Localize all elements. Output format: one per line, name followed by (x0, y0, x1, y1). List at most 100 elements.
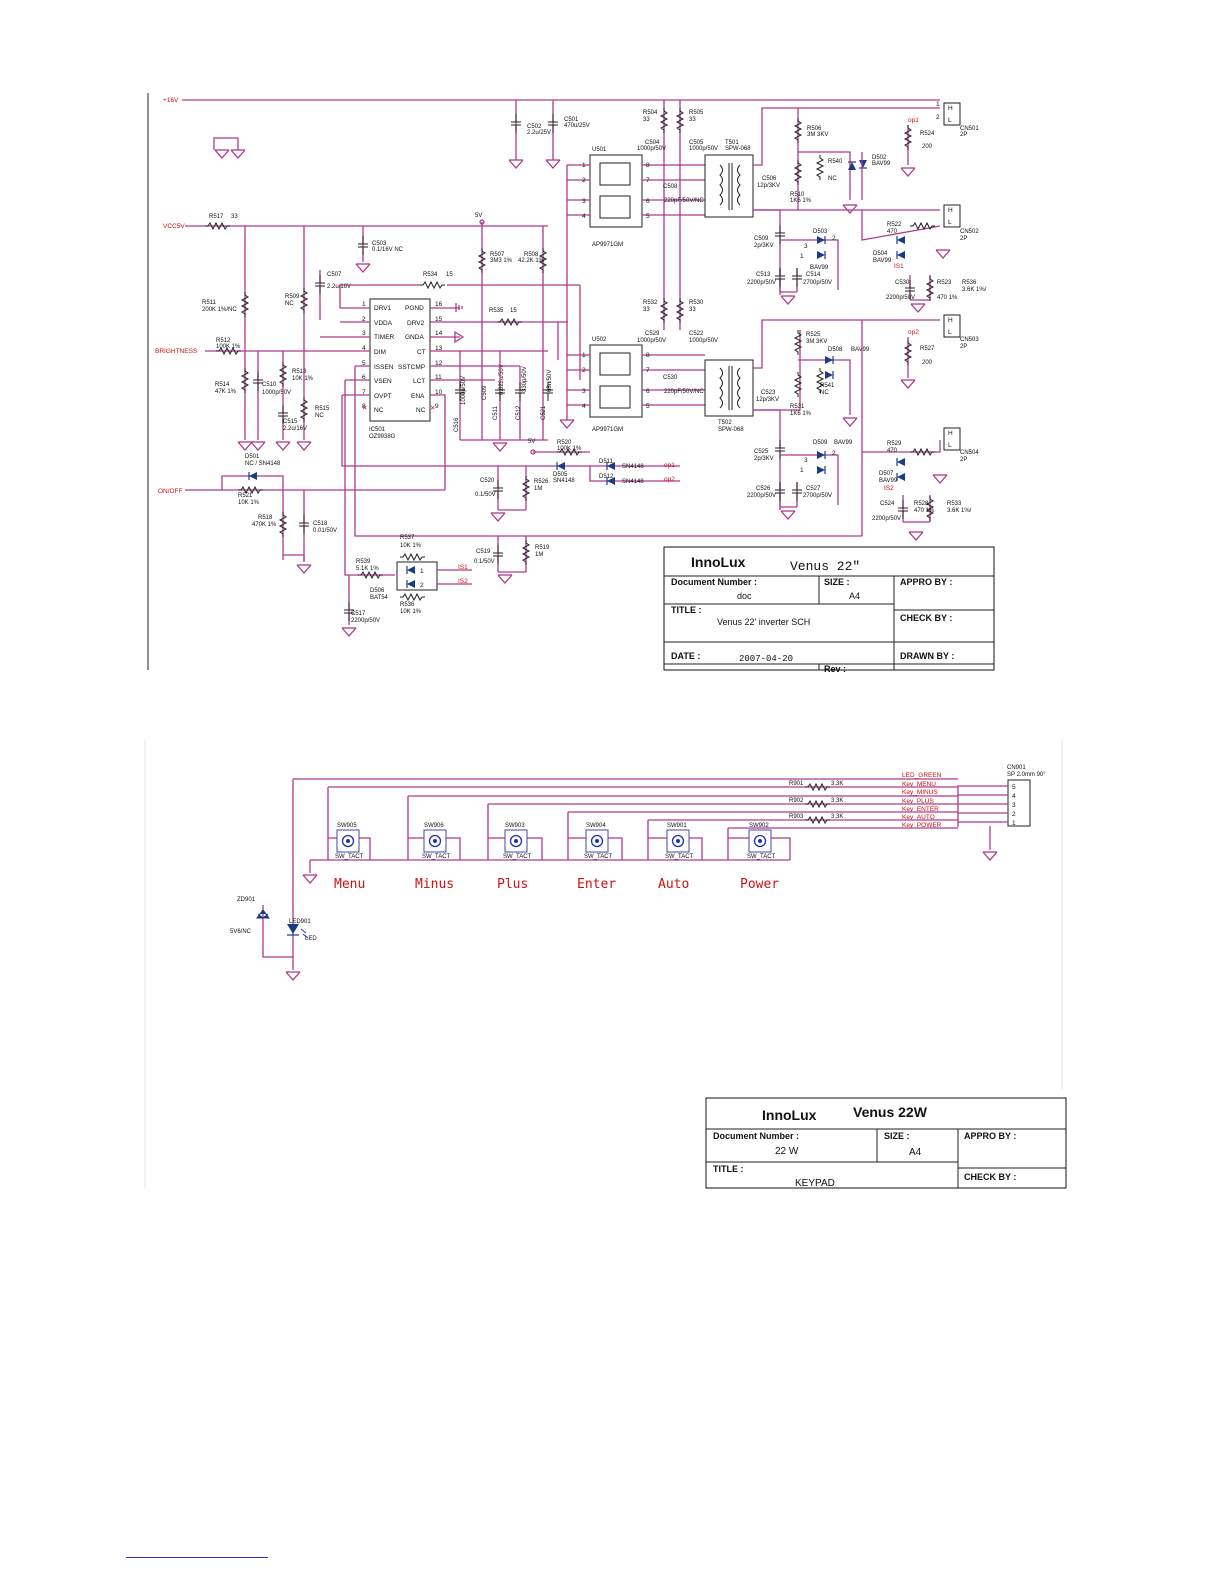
svg-text:SW901: SW901 (667, 823, 687, 829)
r541-ref: R541 (820, 383, 835, 389)
svg-text:SW_TACT: SW_TACT (422, 854, 451, 860)
r509-val: NC (285, 301, 294, 307)
d503-val: BAV99 (810, 265, 829, 271)
d505-ref: D505 (553, 472, 568, 478)
cn502-ref: CN502 (960, 229, 979, 235)
net-is2-a: IS2 (458, 578, 468, 585)
ic501-pins-left: DRV1 VDDA TIMER DIM ISSEN VSEN OVPT NC 1… (362, 301, 395, 414)
c504-ref: C504 (645, 140, 660, 146)
svg-text:L: L (948, 117, 952, 124)
c514-ref: C514 (806, 272, 821, 278)
c521-ref: C521 (541, 405, 547, 420)
c507-ref: C507 (327, 272, 342, 278)
r527-val: 200 (922, 360, 933, 366)
t502-body (704, 359, 754, 417)
r534-ref: R534 (423, 272, 438, 278)
r533-val: 3.6K 1%/ (947, 508, 972, 514)
ic-pin-dim: DIM (374, 349, 386, 356)
r514-ref: R514 (215, 382, 230, 388)
svg-text:1: 1 (362, 301, 366, 308)
zd901-val: 5V6/NC (230, 929, 252, 935)
svg-text:8: 8 (646, 162, 650, 169)
r903-ref: R903 (789, 814, 804, 820)
r532-val: 33 (643, 307, 650, 313)
net-key-auto: Key_AUTO (902, 814, 935, 821)
d504-ref: D504 (873, 251, 888, 257)
rail-5v-a: 5V (475, 213, 482, 219)
svg-text:15: 15 (435, 316, 443, 323)
cn503-val: 2P (960, 344, 967, 350)
cn503-ref: CN503 (960, 337, 979, 343)
c517-val: 2200p/50V (351, 618, 380, 624)
ic501-body (369, 298, 431, 422)
svg-text:H: H (948, 207, 953, 214)
t502-val: SPW-068 (718, 427, 744, 433)
c520-ref: C520 (480, 478, 495, 484)
c526-val: 2200p/50V (747, 493, 776, 499)
c518-val: 0.01/50V (313, 528, 337, 534)
r525-val: 3M 3KV (806, 339, 827, 345)
net-key-power: Key_POWER (902, 822, 942, 829)
svg-text:2: 2 (1012, 811, 1016, 818)
c510-val: 1000p/50V (262, 390, 291, 396)
r510-ref: R510 (790, 192, 805, 198)
inverter-title-block: InnoLux Venus 22" Document Number : doc … (663, 546, 995, 674)
cn901-body (1007, 779, 1031, 827)
d505-val: SN4148 (553, 478, 575, 484)
r512-val: 100K 1% (216, 344, 241, 350)
svg-text:14: 14 (435, 330, 443, 337)
rail-5v-b: 5V (528, 439, 535, 445)
net-op2-b: op2 (664, 476, 675, 483)
svg-text:3: 3 (582, 388, 586, 395)
u501-ref: U501 (592, 147, 607, 153)
net-key-minus: Key_MINUS (902, 789, 938, 796)
r509-ref: R509 (285, 294, 300, 300)
r504-ref: R504 (643, 110, 658, 116)
t502-ref: T502 (718, 420, 732, 426)
inv-date: 2007-04-20 (739, 654, 793, 664)
r511-ref: R511 (202, 300, 217, 306)
kp-appro-label: APPRO BY : (964, 1131, 1016, 1141)
r505-ref: R505 (689, 110, 704, 116)
svg-text:2: 2 (936, 114, 940, 121)
svg-text:H: H (948, 317, 953, 324)
c502-ref: C502 (527, 124, 542, 130)
svg-text:2: 2 (420, 582, 424, 589)
svg-text:L: L (948, 329, 952, 336)
d503-ref: D503 (813, 229, 828, 235)
r513-val: 10K 1% (292, 376, 314, 382)
r515-ref: R515 (315, 406, 330, 412)
u502-body (589, 344, 643, 418)
key-label-power: Power (740, 877, 779, 892)
c522-ref: C522 (689, 331, 704, 337)
inv-company: InnoLux (691, 554, 746, 570)
ic-pin-drv2: DRV2 (407, 320, 425, 327)
r536b-val: 3.6K 1%/ (962, 287, 987, 293)
keypad-schematic: CN901 SP 2.0mm 90° 5 4 3 2 1 LED_GREEN K… (144, 740, 1067, 1189)
r507-ref: R507 (490, 252, 505, 258)
r520-ref: R520 (557, 440, 572, 446)
c523-val: 12p/3KV (756, 397, 779, 403)
r526-ref: R526 (534, 479, 549, 485)
rail-brightness: BRIGHTNESS (155, 348, 198, 355)
inv-size: A4 (849, 591, 860, 601)
svg-text:SW906: SW906 (424, 823, 444, 829)
c504-val: 1000p/50V (637, 146, 666, 152)
key-label-plus: Plus (497, 877, 528, 892)
svg-text:4: 4 (362, 345, 366, 352)
svg-text:5: 5 (646, 213, 650, 220)
c529-ref: C529 (645, 331, 660, 337)
c525-ref: C525 (754, 449, 769, 455)
c520-val: 0.1/50V (475, 492, 496, 498)
key-label-menu: Menu (334, 877, 365, 892)
ic501-pins-right: PGND DRV2 GNDA CT SSTCMP LCT ENA NC 16 1… (398, 301, 443, 414)
r530-ref: R530 (689, 300, 704, 306)
svg-text:1: 1 (936, 101, 940, 108)
r505-val: 33 (689, 117, 696, 123)
c505-ref: C505 (689, 140, 704, 146)
svg-text:H: H (948, 430, 953, 437)
d501-ref: D501 (245, 454, 260, 460)
r510-val: 1K6 1% (790, 198, 812, 204)
key-label-auto: Auto (658, 877, 689, 892)
